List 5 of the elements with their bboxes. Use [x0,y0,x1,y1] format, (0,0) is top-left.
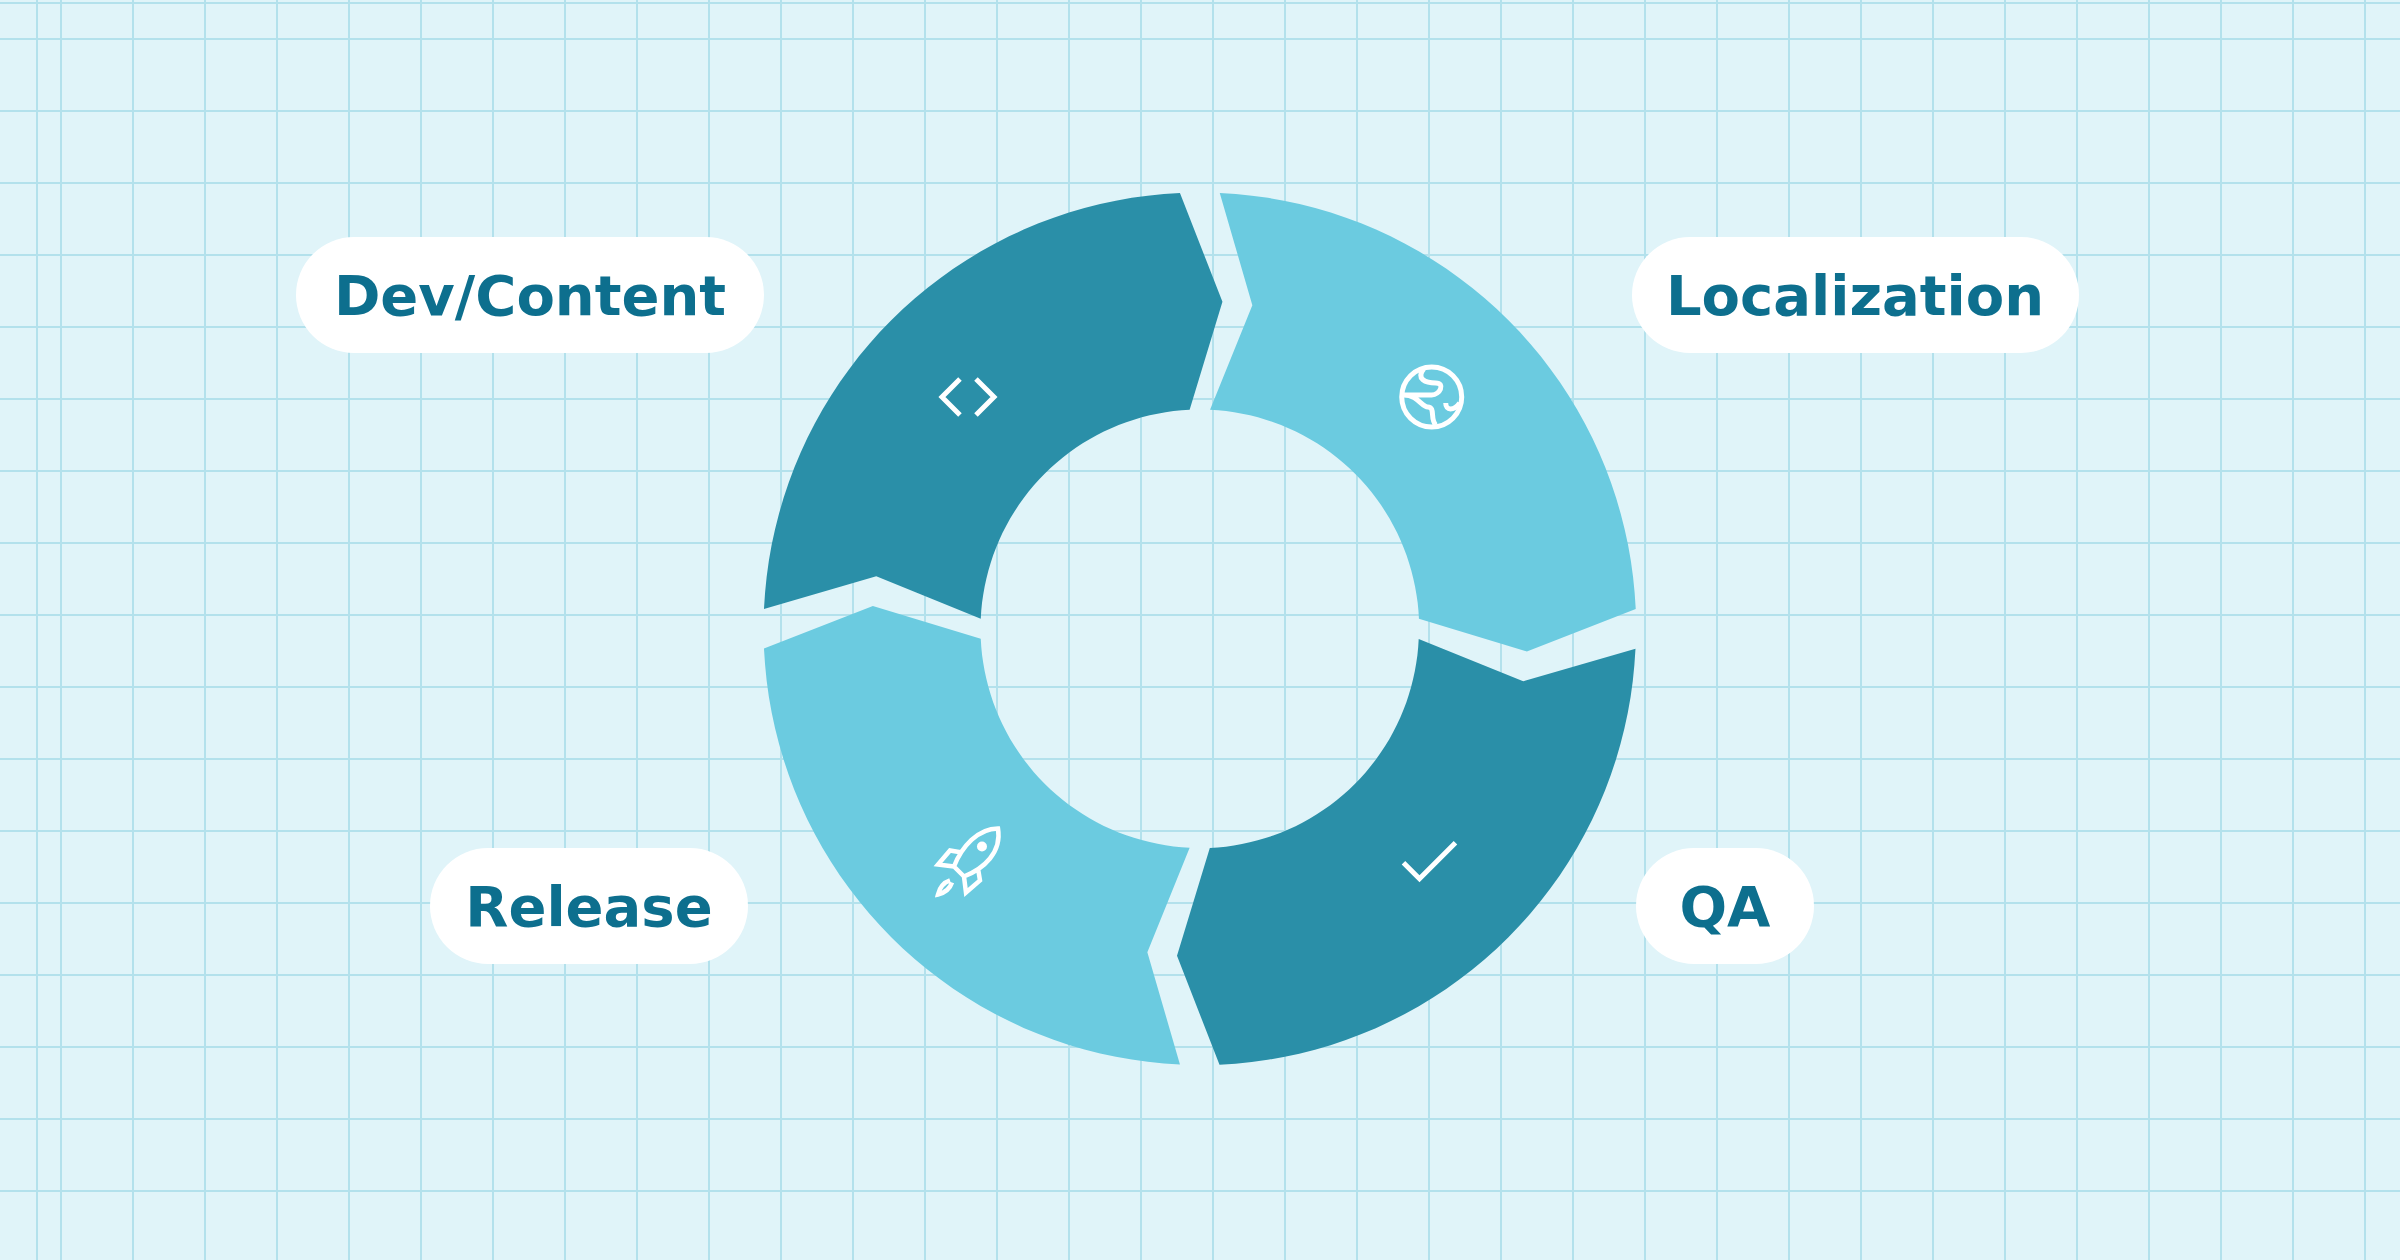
stage-label: Dev/Content [333,262,727,328]
label-pill [1631,237,2079,353]
stage-label: Localization [1665,262,2045,328]
stage-label: Release [465,873,713,939]
stage-label: QA [1679,873,1771,939]
